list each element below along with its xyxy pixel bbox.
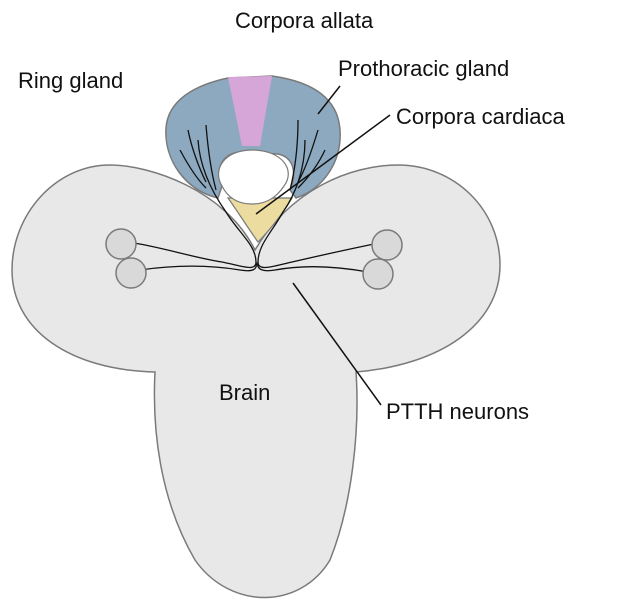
neuron-left-upper — [106, 229, 136, 259]
label-corpora-allata: Corpora allata — [235, 8, 374, 33]
neuron-left-lower — [116, 258, 146, 288]
label-brain: Brain — [219, 380, 270, 405]
label-prothoracic-gland: Prothoracic gland — [338, 56, 509, 81]
label-corpora-cardiaca: Corpora cardiaca — [396, 104, 566, 129]
ring-gland-opening — [219, 150, 289, 204]
neuron-right-upper — [372, 230, 402, 260]
label-ptth-neurons: PTTH neurons — [386, 399, 529, 424]
label-ring-gland: Ring gland — [18, 68, 123, 93]
neuron-right-lower — [363, 259, 393, 289]
